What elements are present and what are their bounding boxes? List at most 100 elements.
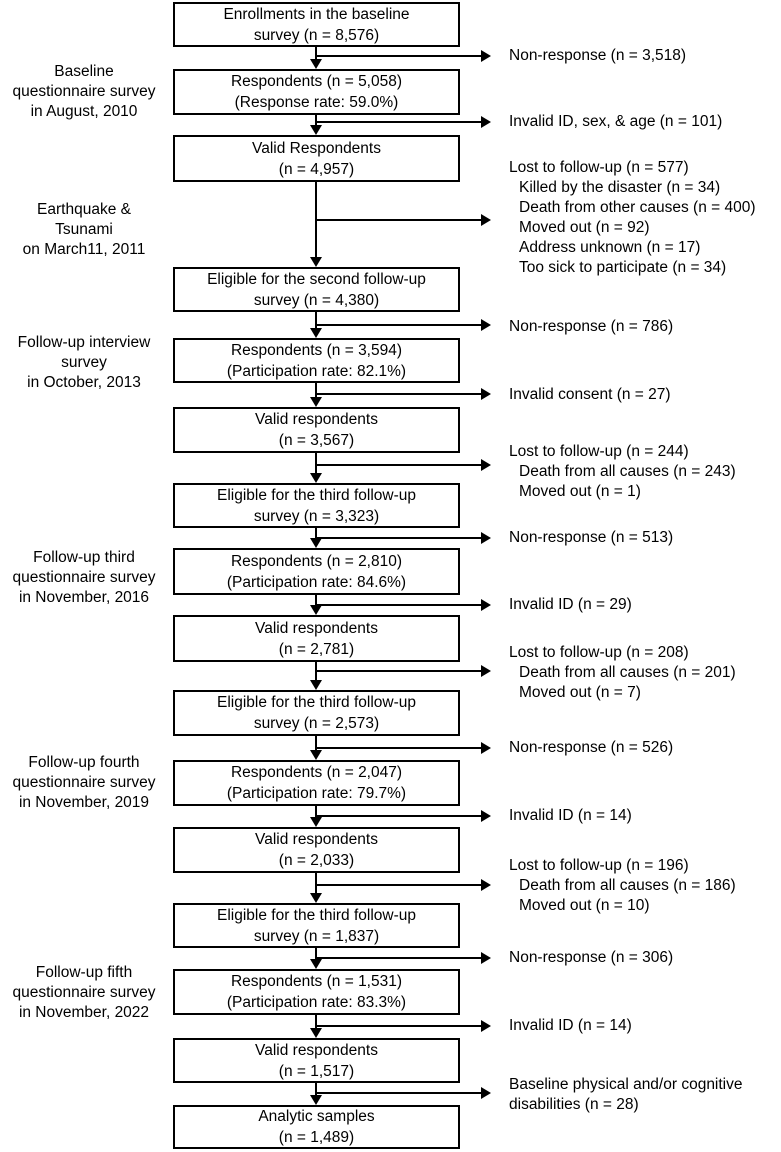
branch-arrow-head	[481, 665, 491, 677]
exclusion-lost-244: Lost to follow-up (n = 244) Death from a…	[509, 442, 736, 502]
exclusion-line: Moved out (n = 1)	[519, 483, 641, 500]
branch-arrow-line	[316, 1092, 482, 1094]
flow-box-line: Analytic samples	[258, 1108, 375, 1125]
exclusion-line: Moved out (n = 92)	[519, 219, 650, 236]
flow-box-line: Valid respondents	[255, 831, 378, 848]
branch-arrow-line	[316, 537, 482, 539]
stage-label-line: in November, 2022	[18, 1004, 150, 1021]
flow-box-line: (Response rate: 59.0%)	[234, 94, 399, 111]
stage-label-line: in August, 2010	[30, 103, 138, 120]
stage-label-line: in November, 2016	[18, 589, 150, 606]
exclusion-invalid-id-sex-age: Invalid ID, sex, & age (n = 101)	[509, 112, 722, 132]
down-arrow-line	[315, 383, 317, 399]
stage-label-line: survey	[61, 354, 107, 371]
down-arrow-head	[310, 397, 322, 407]
flow-box-line: Respondents (n = 5,058)	[230, 73, 403, 90]
exclusion-line: Invalid ID, sex, & age (n = 101)	[509, 113, 723, 130]
flow-box-respondents-2019: Respondents (n = 2,047) (Participation r…	[173, 760, 460, 806]
exclusion-line: Death from all causes (n = 186)	[519, 877, 736, 894]
down-arrow-line	[315, 1083, 317, 1097]
stage-label-followup-2019: Follow-up fourth questionnaire survey in…	[0, 753, 168, 813]
stage-label-line: in October, 2013	[27, 374, 141, 391]
branch-arrow-head	[481, 459, 491, 471]
flow-box-eligible-third-2016: Eligible for the third follow-up survey …	[173, 483, 460, 528]
down-arrow-head	[310, 1095, 322, 1105]
down-arrow-head	[310, 328, 322, 338]
branch-arrow-line	[316, 464, 482, 466]
exclusion-line: Address unknown (n = 17)	[519, 239, 701, 256]
exclusion-lost-208: Lost to follow-up (n = 208) Death from a…	[509, 643, 736, 703]
exclusion-line: Lost to follow-up (n = 196)	[509, 857, 689, 874]
flow-box-line: Valid Respondents	[252, 139, 381, 157]
flow-box-line: Eligible for the third follow-up	[216, 486, 417, 504]
flow-box-line: Respondents (n = 1,531)	[230, 973, 403, 990]
exclusion-line: disabilities (n = 28)	[509, 1096, 639, 1113]
flow-box-line: Eligible for the second follow-up	[207, 270, 426, 288]
flow-box-line: survey (n = 4,380)	[253, 291, 380, 309]
down-arrow-line	[315, 946, 317, 961]
down-arrow-head	[310, 605, 322, 615]
stage-label-line: questionnaire survey	[12, 569, 156, 586]
exclusion-baseline-disabilities: Baseline physical and/or cognitive disab…	[509, 1075, 743, 1115]
flow-box-valid-respondents-2010: Valid Respondents (n = 4,957)	[173, 135, 460, 182]
branch-arrow-line	[316, 747, 482, 749]
stage-label-followup-2016: Follow-up third questionnaire survey in …	[0, 548, 168, 608]
flow-box-line: (n = 4,957)	[278, 160, 355, 178]
flow-box-line: survey (n = 3,323)	[253, 507, 380, 525]
exclusion-line: Invalid consent (n = 27)	[509, 386, 671, 403]
branch-arrow-line	[316, 55, 482, 57]
exclusion-line: Non-response (n = 526)	[509, 739, 674, 756]
down-arrow-head	[310, 1028, 322, 1038]
branch-arrow-line	[316, 121, 482, 123]
branch-arrow-head	[481, 952, 491, 964]
flow-box-analytic-samples: Analytic samples (n = 1,489)	[173, 1105, 460, 1149]
exclusion-nonresponse-526: Non-response (n = 526)	[509, 738, 673, 758]
flow-box-line: Respondents (n = 2,047)	[230, 764, 403, 781]
exclusion-line: Moved out (n = 10)	[519, 897, 650, 914]
exclusion-line: Too sick to participate (n = 34)	[519, 259, 727, 276]
exclusion-line: Invalid ID (n = 14)	[509, 807, 632, 824]
flow-box-line: (n = 2,781)	[278, 640, 355, 658]
down-arrow-line	[315, 1015, 317, 1030]
exclusion-line: Death from all causes (n = 243)	[519, 463, 736, 480]
exclusion-line: Lost to follow-up (n = 577)	[509, 159, 689, 176]
stage-label-line: in November, 2019	[18, 794, 150, 811]
exclusion-line: Lost to follow-up (n = 208)	[509, 644, 689, 661]
down-arrow-line	[315, 662, 317, 682]
branch-arrow-line	[316, 324, 482, 326]
exclusion-nonresponse-513: Non-response (n = 513)	[509, 528, 673, 548]
flow-box-valid-respondents-2022: Valid respondents (n = 1,517)	[173, 1038, 460, 1083]
stage-label-line: questionnaire survey	[12, 774, 156, 791]
branch-arrow-head	[481, 810, 491, 822]
flow-box-line: (n = 1,517)	[278, 1062, 355, 1080]
down-arrow-head	[310, 59, 322, 69]
stage-label-line: Follow-up fifth	[35, 964, 133, 981]
down-arrow-head	[310, 817, 322, 827]
flow-box-respondents-2013: Respondents (n = 3,594) (Participation r…	[173, 338, 460, 383]
flow-box-valid-respondents-2019: Valid respondents (n = 2,033)	[173, 827, 460, 873]
flow-box-eligible-second: Eligible for the second follow-up survey…	[173, 267, 460, 312]
stage-label-line: Follow-up interview	[17, 334, 151, 351]
flow-box-line: Respondents (n = 2,810)	[230, 552, 403, 570]
branch-arrow-head	[481, 532, 491, 544]
branch-arrow-head	[481, 388, 491, 400]
stage-label-line: Earthquake &	[37, 201, 131, 218]
exclusion-line: Invalid ID (n = 14)	[509, 1017, 632, 1034]
branch-arrow-head	[481, 214, 491, 226]
flow-box-line: Eligible for the third follow-up	[216, 694, 417, 711]
flow-box-line: (Participation rate: 82.1%)	[226, 362, 407, 380]
flow-box-eligible-third-2019: Eligible for the third follow-up survey …	[173, 690, 460, 736]
down-arrow-head	[310, 538, 322, 548]
branch-arrow-line	[316, 604, 482, 606]
exclusion-lost-196: Lost to follow-up (n = 196) Death from a…	[509, 856, 736, 916]
exclusion-line: Death from other causes (n = 400)	[519, 199, 756, 216]
stage-label-line: on March11, 2011	[22, 241, 146, 258]
branch-arrow-line	[316, 670, 482, 672]
exclusion-line: Moved out (n = 7)	[519, 684, 641, 701]
branch-arrow-head	[481, 742, 491, 754]
flow-box-line: Eligible for the third follow-up	[216, 906, 417, 924]
branch-arrow-line	[316, 393, 482, 395]
exclusion-line: Lost to follow-up (n = 244)	[509, 443, 689, 460]
flow-box-line: (n = 3,567)	[278, 432, 355, 449]
flow-box-line: (n = 1,489)	[278, 1129, 355, 1146]
